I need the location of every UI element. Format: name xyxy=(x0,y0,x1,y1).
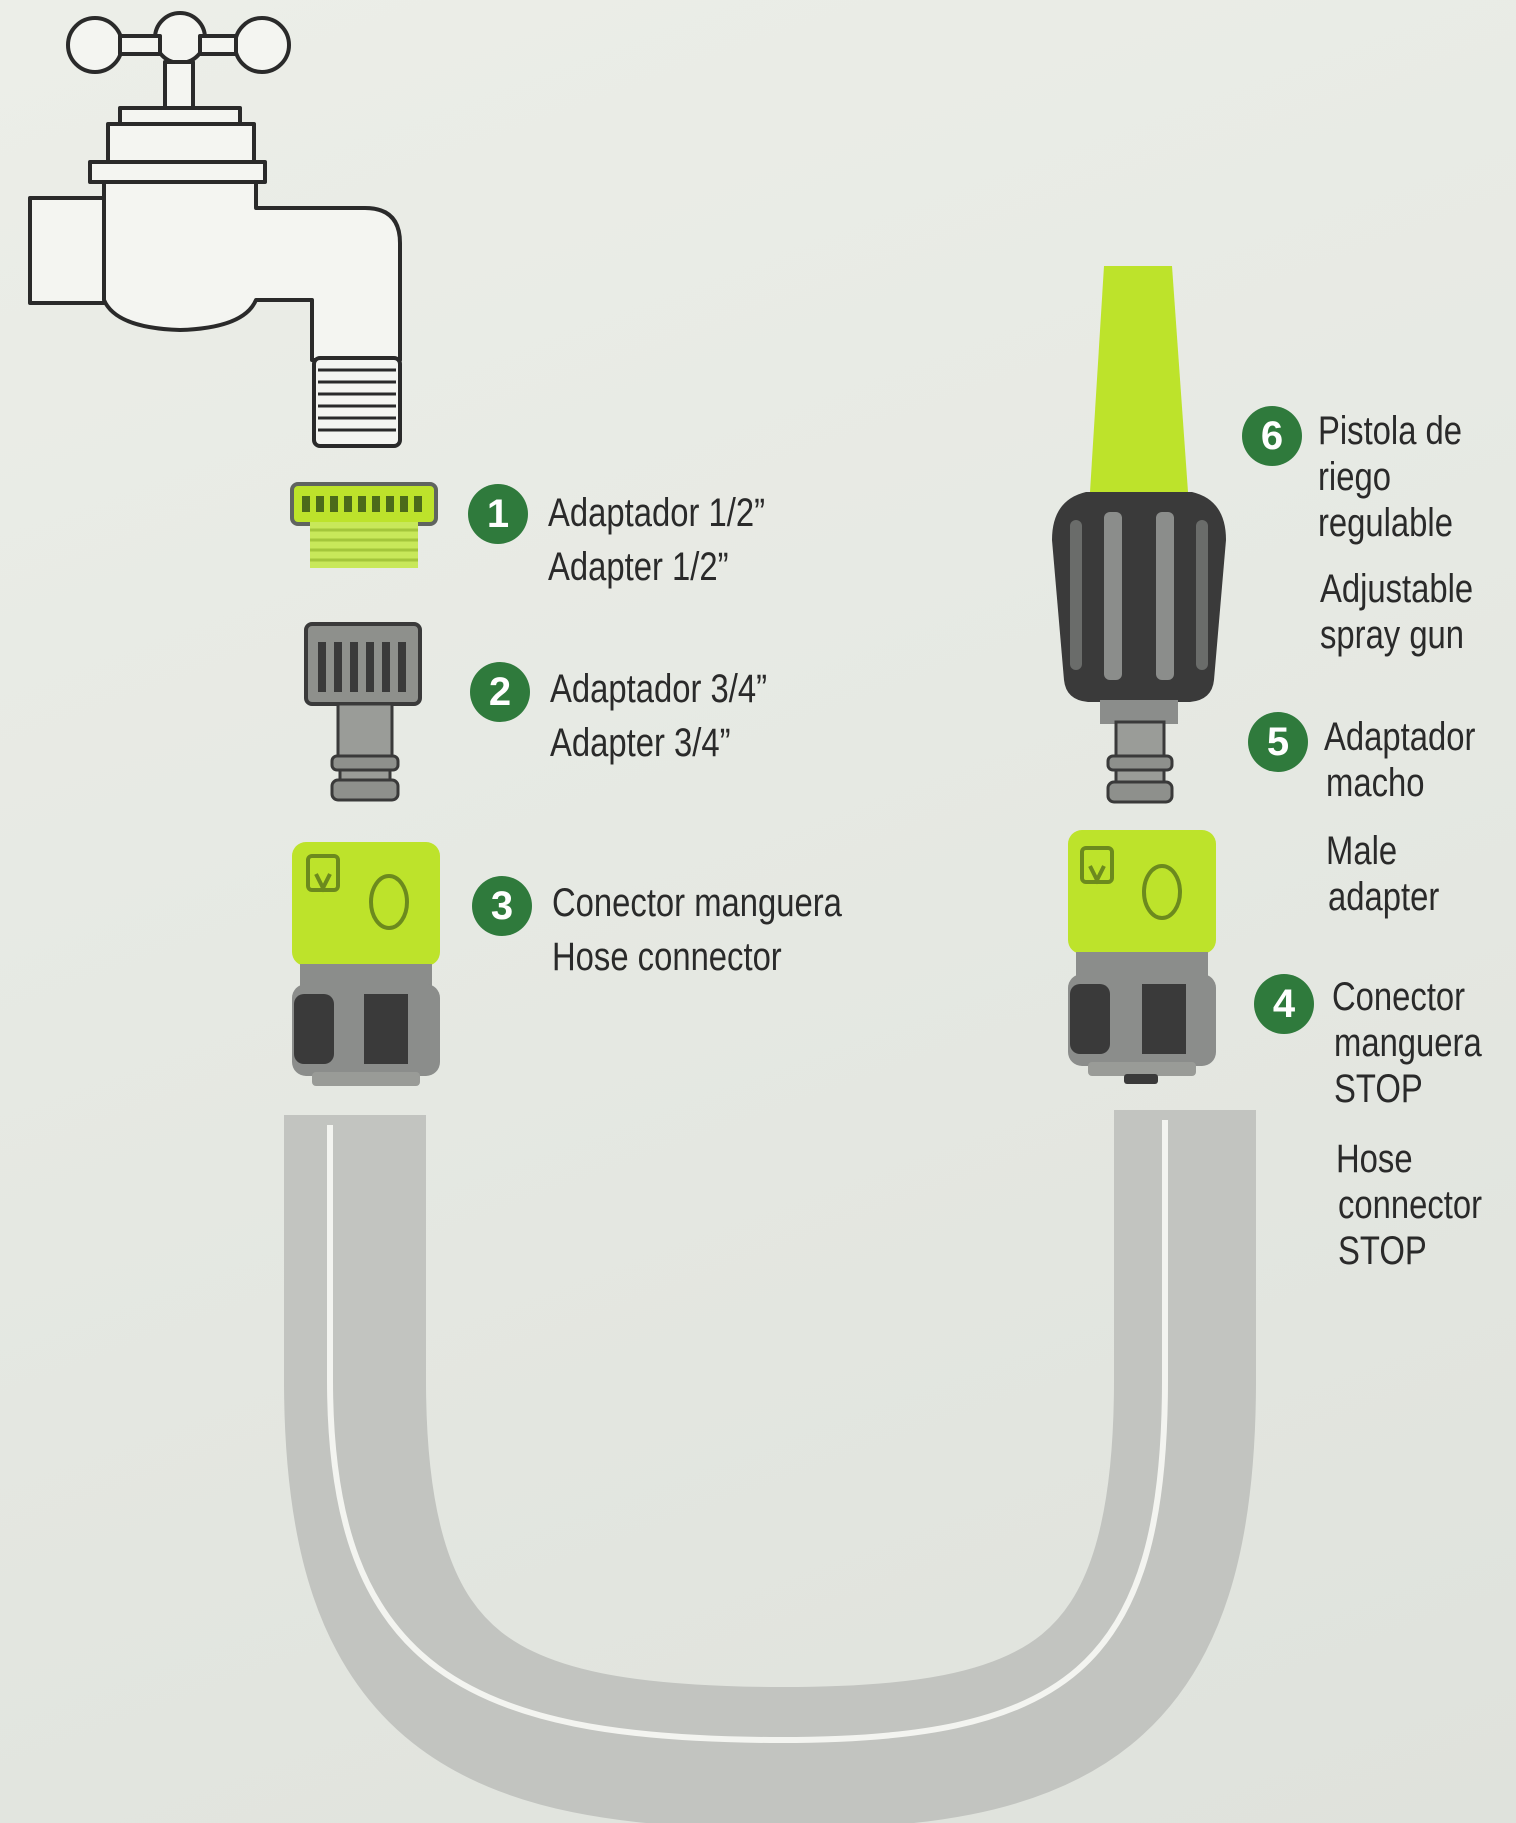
male-adapter-illustration xyxy=(1106,720,1174,804)
spray-gun-illustration xyxy=(1052,266,1226,724)
hose-connector-stop-illustration xyxy=(1068,830,1216,1084)
part-2-label-en: Adapter 3/4” xyxy=(550,721,731,765)
part-4-label-es-line-1: Conector xyxy=(1332,975,1466,1019)
part-2-badge: 2 xyxy=(470,662,530,722)
part-1-badge: 1 xyxy=(468,484,528,544)
part-4-label-es-line-2: manguera xyxy=(1334,1021,1482,1065)
part-6-badge: 6 xyxy=(1242,406,1302,466)
part-5-label-en-line-2: adapter xyxy=(1328,875,1440,919)
hose-connector-illustration xyxy=(292,842,440,1086)
part-5-label-en-line-1: Male xyxy=(1326,829,1398,873)
part-6-label-en-line-2: spray gun xyxy=(1320,613,1465,657)
part-5-label-es-line-1: Adaptador xyxy=(1324,715,1476,759)
part-2-label-es: Adaptador 3/4” xyxy=(550,667,768,711)
part-6-label-en-line-1: Adjustable xyxy=(1320,567,1474,611)
part-6-label-es-line-2: riego xyxy=(1318,455,1391,499)
hose-illustration xyxy=(284,1110,1256,1823)
part-3-label-en: Hose connector xyxy=(552,935,782,979)
part-4-label-es-line-3: STOP xyxy=(1334,1067,1423,1111)
part-1-label-en: Adapter 1/2” xyxy=(548,545,729,589)
faucet-illustration xyxy=(28,11,402,448)
adapter-half-inch-illustration xyxy=(290,482,438,568)
part-4-label-en-line-2: connector xyxy=(1338,1183,1483,1227)
adapter-three-quarter-illustration xyxy=(304,622,422,802)
part-3-label-es: Conector manguera xyxy=(552,881,842,925)
part-1-label-es: Adaptador 1/2” xyxy=(548,491,766,535)
part-6-label-es-line-1: Pistola de xyxy=(1318,409,1463,453)
part-6-label-es-line-3: regulable xyxy=(1318,501,1453,545)
part-5-label-es-line-2: macho xyxy=(1326,761,1425,805)
part-5-badge: 5 xyxy=(1248,712,1308,772)
part-4-label-en-line-3: STOP xyxy=(1338,1229,1427,1273)
part-3-badge: 3 xyxy=(472,876,532,936)
part-4-label-en-line-1: Hose xyxy=(1336,1137,1413,1181)
part-4-badge: 4 xyxy=(1254,974,1314,1034)
